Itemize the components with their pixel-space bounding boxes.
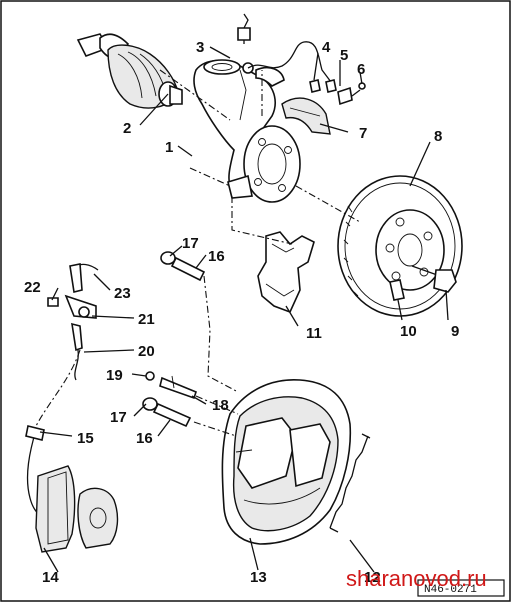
part-label: 9 bbox=[451, 323, 459, 340]
brake-disc-drawing bbox=[337, 175, 463, 317]
part-label: 11 bbox=[306, 325, 322, 342]
part-label: 7 bbox=[359, 125, 367, 142]
part-label: 13 bbox=[250, 569, 267, 586]
part-label: 4 bbox=[322, 39, 331, 56]
brake-hose-bracket-drawing bbox=[47, 263, 155, 381]
part-label: 16 bbox=[208, 248, 225, 265]
assembly-center-lines bbox=[35, 69, 361, 437]
hub-bolt-drawing bbox=[411, 265, 457, 293]
part-label: 21 bbox=[138, 311, 155, 328]
part-label: 10 bbox=[400, 323, 417, 340]
part-label: 23 bbox=[114, 285, 131, 302]
disc-screw-drawing bbox=[389, 279, 405, 301]
caliper-spring-drawing bbox=[329, 433, 371, 533]
guide-pin-upper-drawing bbox=[160, 251, 206, 282]
part-label: 1 bbox=[165, 139, 173, 156]
brake-caliper-drawing bbox=[221, 379, 352, 545]
part-label: 16 bbox=[136, 430, 153, 447]
guide-pin-lower-drawing bbox=[142, 397, 192, 428]
part-label: 12 bbox=[364, 569, 381, 586]
brake-pads-drawing bbox=[35, 465, 119, 553]
part-label: 14 bbox=[42, 569, 59, 586]
part-label: 22 bbox=[24, 279, 41, 296]
abs-sensor-top-drawing bbox=[237, 13, 251, 44]
figure-code: N46-0271 bbox=[417, 579, 505, 597]
part-label: 15 bbox=[77, 430, 94, 447]
part-label: 6 bbox=[357, 61, 365, 78]
part-label: 17 bbox=[182, 235, 199, 252]
part-label: 8 bbox=[434, 128, 442, 145]
part-label: 2 bbox=[123, 120, 131, 137]
leader-lines bbox=[39, 46, 449, 573]
pin-cap-drawing bbox=[159, 375, 197, 400]
figure-code-text: N46-0271 bbox=[424, 584, 477, 596]
part-label: 20 bbox=[138, 343, 155, 360]
part-label: 3 bbox=[196, 39, 204, 56]
watermark-text: sharanovod.ru bbox=[346, 566, 487, 591]
part-label: 5 bbox=[340, 47, 348, 64]
part-labels: 1 2 3 4 5 6 7 8 9 10 11 12 13 14 15 16 1… bbox=[24, 39, 459, 586]
part-label: 18 bbox=[212, 397, 229, 414]
part-label: 17 bbox=[110, 409, 127, 426]
splash-shield-drawing bbox=[281, 97, 331, 135]
caliper-carrier-drawing bbox=[257, 231, 315, 314]
drive-shaft-drawing bbox=[76, 33, 183, 109]
steering-knuckle-drawing bbox=[193, 59, 301, 203]
part-label: 19 bbox=[106, 367, 123, 384]
